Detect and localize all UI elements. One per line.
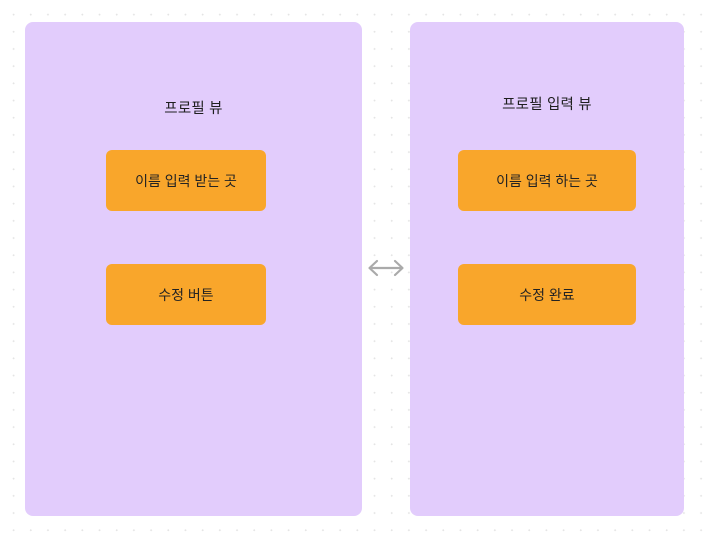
panel-title-profile-view: 프로필 뷰 [164,101,223,117]
panel-profile-input-view[interactable]: 프로필 입력 뷰 이름 입력 하는 곳 수정 완료 [410,22,684,516]
connector-double-arrow [362,248,410,288]
node-label-edit-complete: 수정 완료 [519,286,575,303]
node-label-name-input: 이름 입력 하는 곳 [496,172,598,189]
node-edit-button[interactable]: 수정 버튼 [106,264,266,325]
node-label-name-display: 이름 입력 받는 곳 [135,172,237,189]
panel-profile-view[interactable]: 프로필 뷰 이름 입력 받는 곳 수정 버튼 [25,22,362,516]
panel-title-profile-input-view: 프로필 입력 뷰 [502,97,592,113]
node-name-display[interactable]: 이름 입력 받는 곳 [106,150,266,211]
node-edit-complete[interactable]: 수정 완료 [458,264,636,325]
node-label-edit-button: 수정 버튼 [158,286,214,303]
double-arrow-horizontal-icon [364,257,408,279]
node-name-input[interactable]: 이름 입력 하는 곳 [458,150,636,211]
